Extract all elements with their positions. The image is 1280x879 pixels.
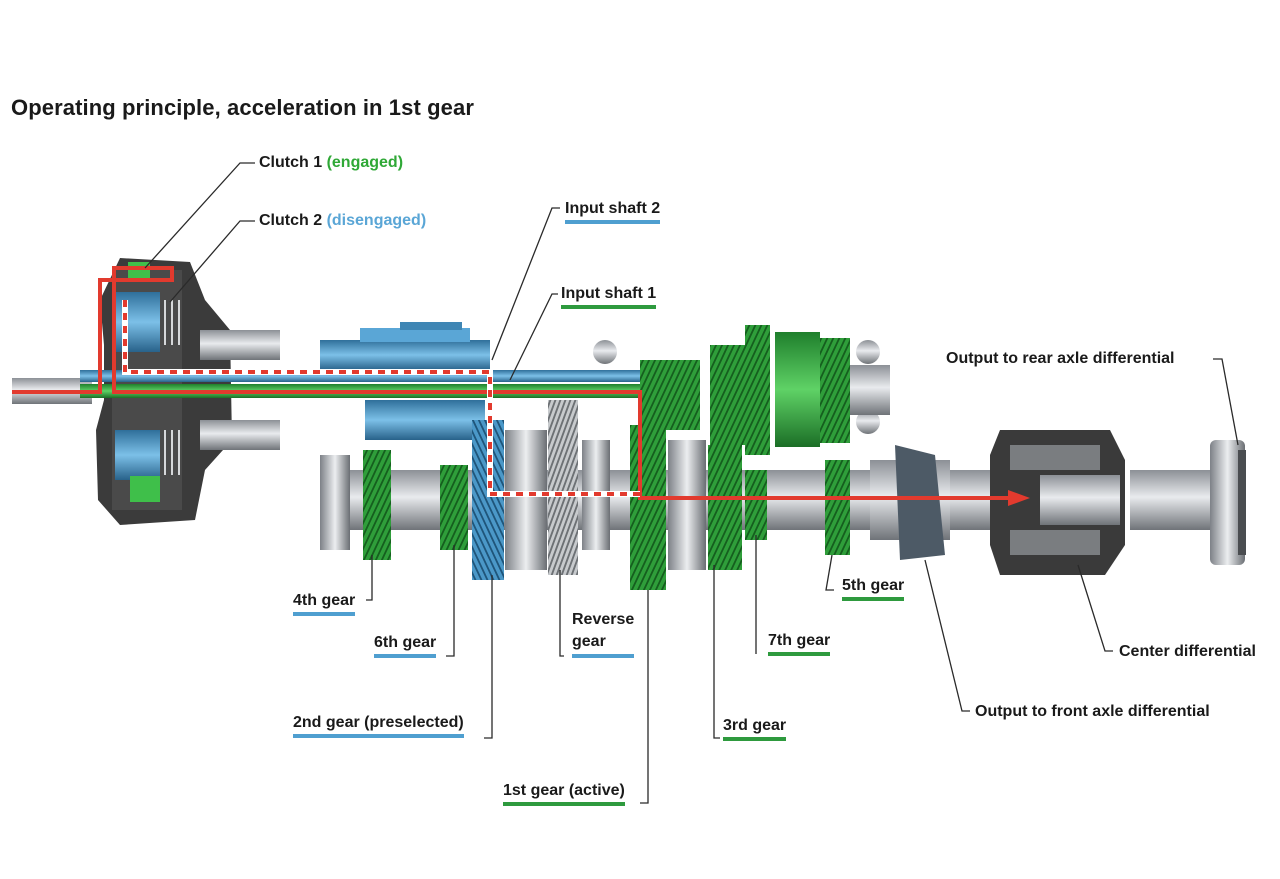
input-shaft-2-label: Input shaft 2 <box>565 199 661 224</box>
gear-7th-label: 7th gear <box>768 631 831 656</box>
clutch-1-state: (engaged) <box>326 154 404 171</box>
clutch-2-name: Clutch 2 <box>259 212 323 229</box>
clutch-2-state: (disengaged) <box>326 212 427 229</box>
leader-lines <box>144 162 1239 804</box>
center-differential-label: Center differential <box>1119 643 1256 660</box>
gear-5th-label: 5th gear <box>842 576 905 601</box>
reverse-gear-line1: Reverse <box>572 611 635 628</box>
output-rear-label: Output to rear axle differential <box>946 350 1175 367</box>
gear-4th-label: 4th gear <box>293 591 356 616</box>
gear-6th-label: 6th gear <box>374 633 437 658</box>
clutch-1-label: Clutch 1 (engaged) <box>259 153 403 173</box>
power-flow-arrow <box>1008 490 1030 506</box>
reverse-gear-line2: gear <box>572 633 606 650</box>
gear-2nd-label: 2nd gear (preselected) <box>293 713 464 738</box>
clutch-2-label: Clutch 2 (disengaged) <box>259 211 426 231</box>
input-shaft-1-gears <box>593 325 890 455</box>
gear-1st-label: 1st gear (active) <box>503 781 625 806</box>
gear-3rd-label: 3rd gear <box>723 716 787 741</box>
input-shaft-2-gears <box>320 322 490 440</box>
active-power-path <box>12 266 1010 500</box>
preselected-path-bg <box>122 300 640 497</box>
input-shaft-1-label: Input shaft 1 <box>561 284 657 309</box>
reverse-gear-label: Reverse gear <box>572 609 635 658</box>
lower-gears <box>320 400 850 590</box>
output-front-label: Output to front axle differential <box>975 703 1210 720</box>
clutch-1-name: Clutch 1 <box>259 154 323 171</box>
page-title: Operating principle, acceleration in 1st… <box>11 95 474 120</box>
differential-assembly <box>870 430 1246 575</box>
